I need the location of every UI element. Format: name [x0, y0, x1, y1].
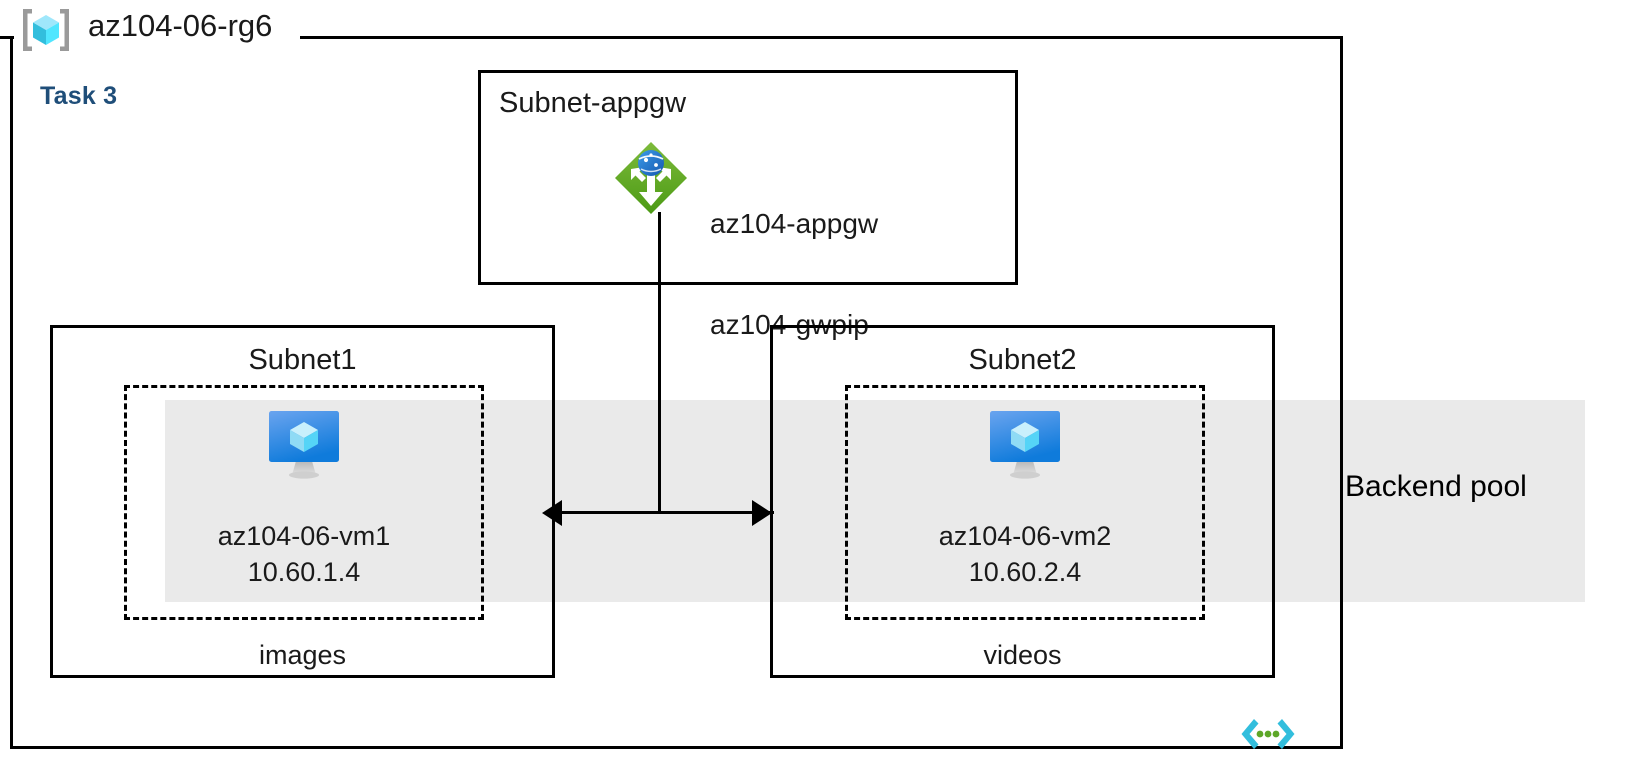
virtual-machine-icon — [984, 405, 1066, 488]
resource-group-icon — [18, 6, 74, 54]
subnet1-vm-name: az104-06-vm1 — [217, 521, 391, 551]
appgw-label-2: az104-gwpip — [710, 308, 869, 340]
subnet2-footer-label: videos — [983, 640, 1062, 670]
application-gateway-labels: az104-appgw az104-gwpip — [710, 142, 878, 407]
subnet1-box: Subnet1 — [50, 325, 555, 678]
subnet2-vm-ip: 10.60.2.4 — [968, 557, 1082, 587]
virtual-machine-icon — [263, 405, 345, 488]
appgw-label-1: az104-appgw — [710, 208, 879, 240]
connector-arrow-right — [752, 500, 772, 526]
subnet1-title: Subnet1 — [248, 344, 357, 376]
subnet1-subnet2-connector-horizontal — [556, 511, 774, 514]
resource-group-border-left — [10, 36, 13, 749]
template-code-icon — [1240, 716, 1296, 752]
resource-group-border-right — [1340, 36, 1343, 749]
task-label: Task 3 — [40, 82, 118, 110]
subnet1-footer-label: images — [258, 640, 347, 670]
subnet2-vm-name: az104-06-vm2 — [938, 521, 1112, 551]
subnet1-vm-ip: 10.60.1.4 — [247, 557, 361, 587]
appgw-to-subnets-connector-vertical — [658, 212, 661, 513]
backend-pool-band — [165, 400, 1585, 602]
subnet2-vm-dashed-boundary — [845, 385, 1205, 620]
subnet2-title: Subnet2 — [968, 344, 1077, 376]
application-gateway-icon — [611, 138, 691, 218]
resource-group-border-top-stub — [0, 36, 14, 39]
resource-group-border-top — [300, 36, 1343, 39]
resource-group-border-bottom — [10, 746, 1343, 749]
subnet1-vm-dashed-boundary — [124, 385, 484, 620]
backend-pool-label: Backend pool — [1345, 470, 1527, 503]
subnet2-box: Subnet2 — [770, 325, 1275, 678]
resource-group-title: az104-06-rg6 — [88, 8, 273, 43]
subnet-appgw-title: Subnet-appgw — [499, 87, 687, 119]
subnet-appgw-box: Subnet-appgw — [478, 70, 1018, 285]
